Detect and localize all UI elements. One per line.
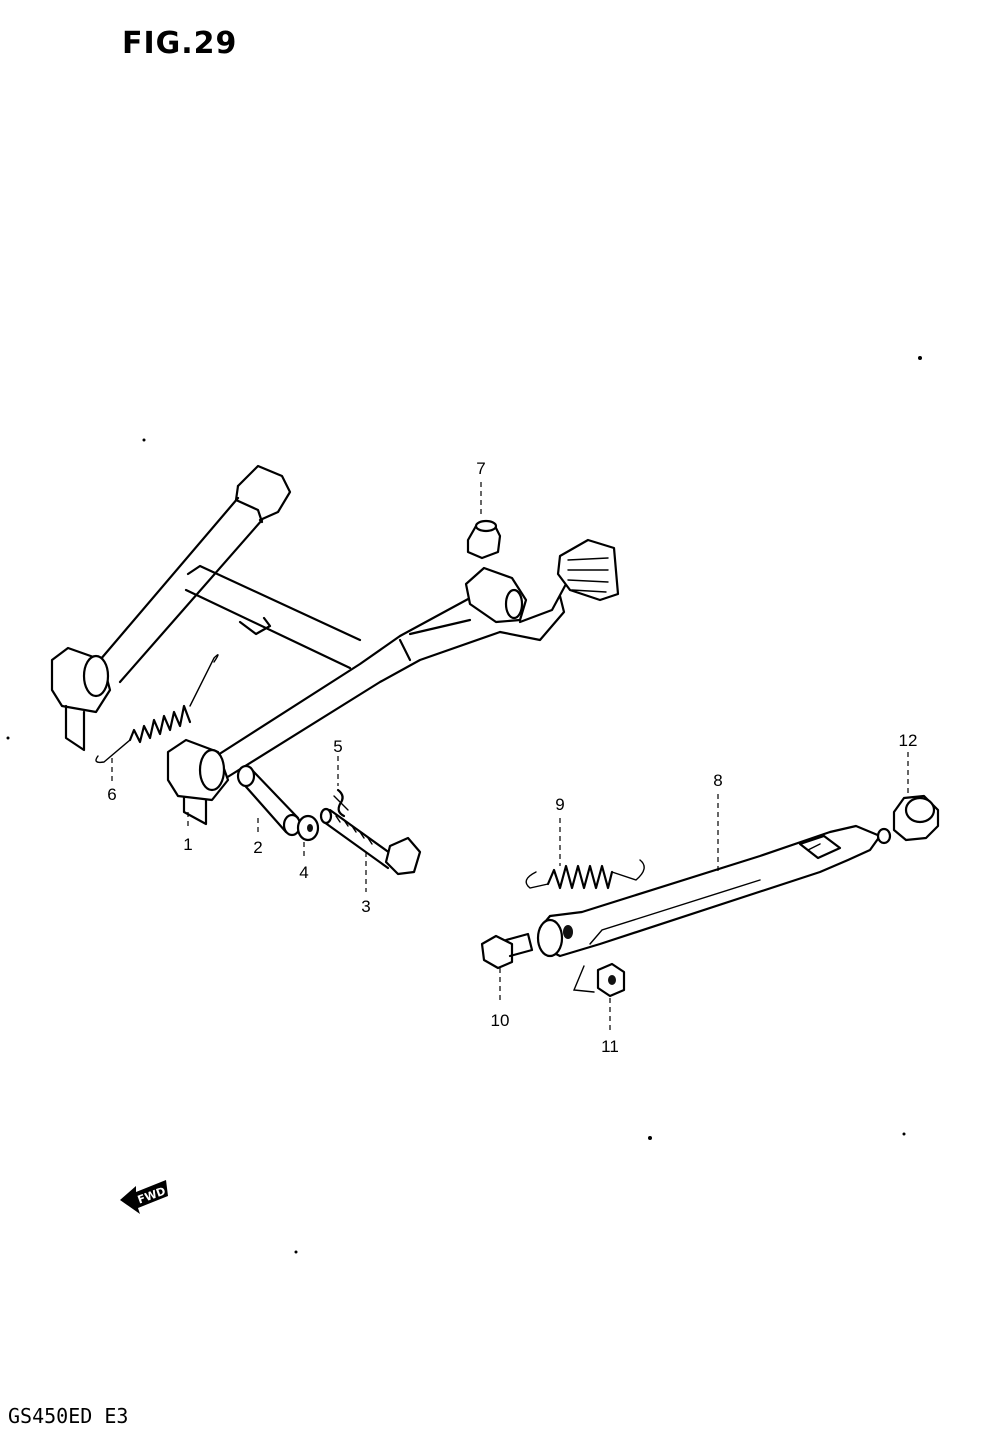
forward-arrow-icon: FWD bbox=[120, 1180, 168, 1214]
callout-2: 2 bbox=[253, 838, 262, 857]
stopper-rubber[interactable] bbox=[466, 519, 502, 560]
scan-specks bbox=[6, 356, 922, 1254]
side-stand-spring[interactable] bbox=[525, 859, 645, 890]
figure-title: FIG.29 bbox=[122, 26, 238, 61]
callout-11: 11 bbox=[601, 1037, 619, 1056]
center-stand[interactable] bbox=[50, 464, 620, 826]
callout-4: 4 bbox=[299, 863, 308, 882]
callout-5: 5 bbox=[333, 737, 342, 756]
cotter-pin[interactable] bbox=[333, 788, 349, 818]
callout-7: 7 bbox=[476, 459, 485, 478]
model-code: GS450ED E3 bbox=[8, 1404, 129, 1428]
side-stand-bolt[interactable] bbox=[480, 932, 534, 970]
callout-labels: 7 5 6 1 2 4 3 9 8 12 10 11 bbox=[107, 459, 917, 1056]
callout-3: 3 bbox=[361, 897, 370, 916]
spacer-pipe[interactable] bbox=[236, 764, 302, 837]
callout-6: 6 bbox=[107, 785, 116, 804]
side-stand-buffer[interactable] bbox=[892, 794, 940, 842]
callout-12: 12 bbox=[899, 731, 918, 750]
callout-8: 8 bbox=[713, 771, 722, 790]
side-stand[interactable] bbox=[536, 824, 892, 958]
callout-1: 1 bbox=[183, 835, 192, 854]
pivot-bolt[interactable] bbox=[319, 807, 422, 876]
callout-9: 9 bbox=[555, 795, 564, 814]
stand-spring[interactable] bbox=[95, 654, 219, 764]
callout-10: 10 bbox=[491, 1011, 510, 1030]
fwd-label: FWD bbox=[136, 1185, 167, 1207]
leader-lines bbox=[111, 482, 909, 1034]
side-stand-nut[interactable] bbox=[572, 962, 626, 998]
washer[interactable] bbox=[296, 814, 320, 842]
